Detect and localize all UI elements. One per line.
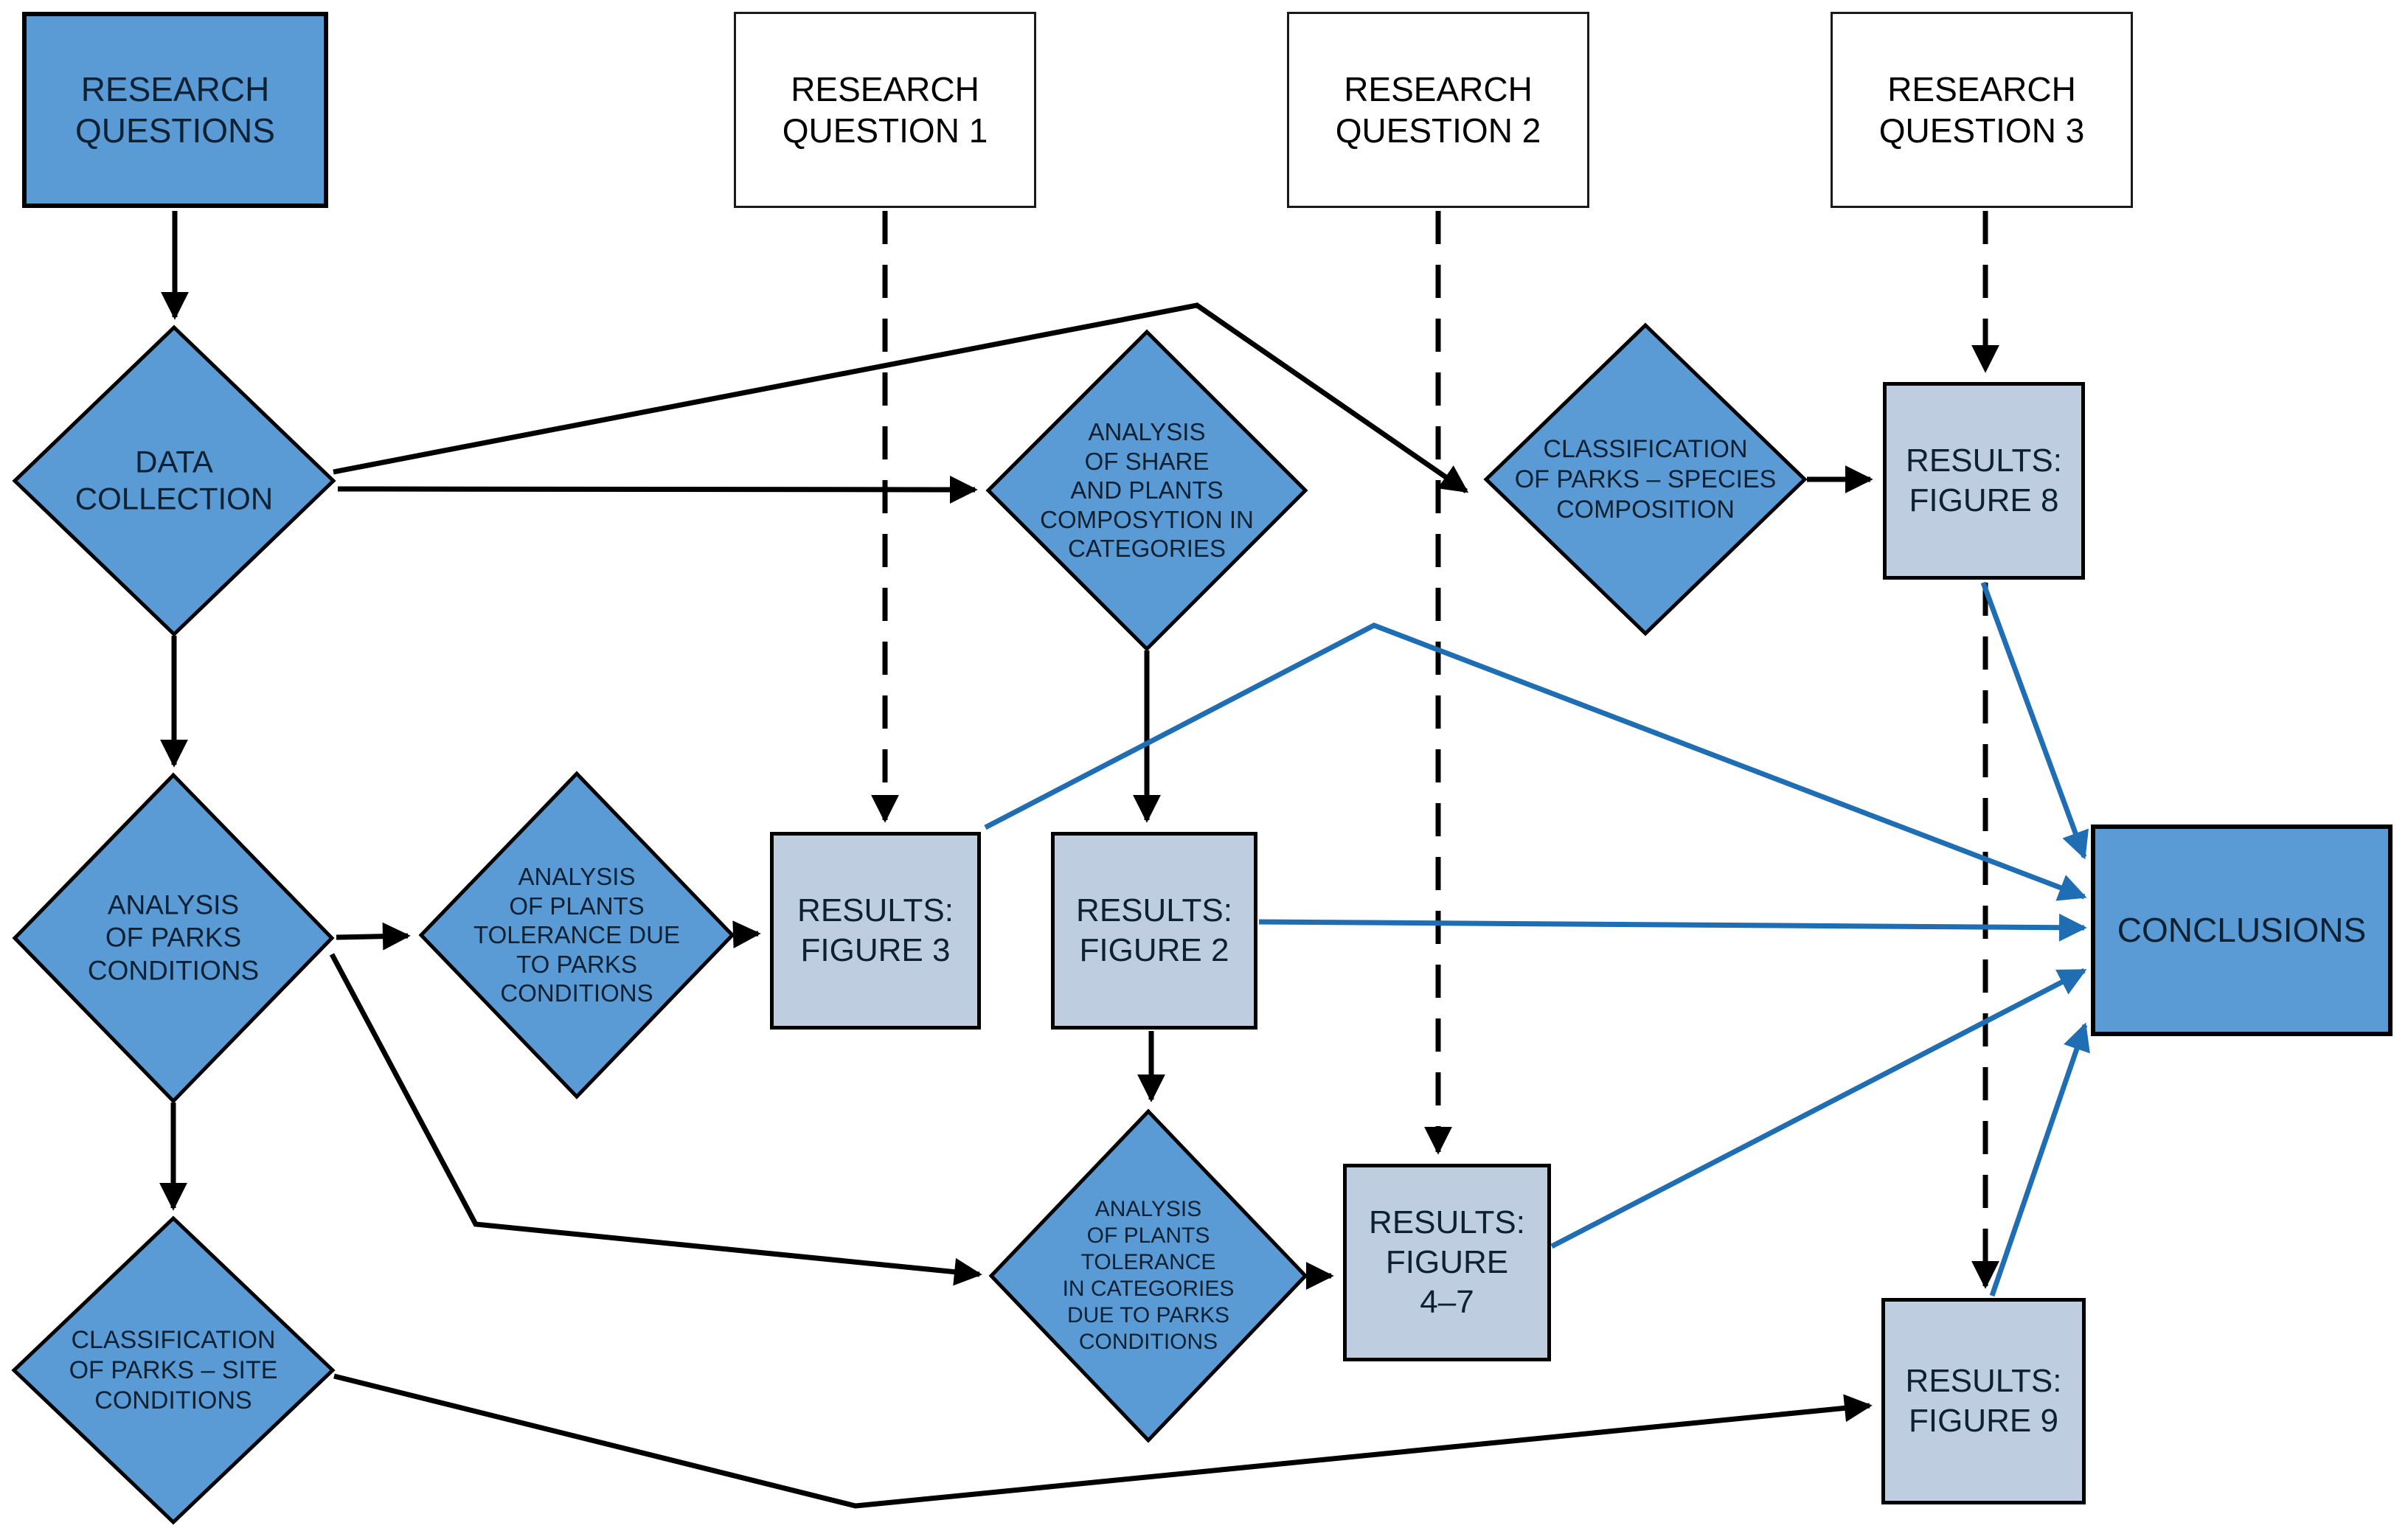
- edge-classificationsite-figure9: [333, 1373, 1873, 1509]
- node-results-figure-4-7: RESULTS: FIGURE 4–7: [1343, 1164, 1551, 1361]
- edge-parksconditions-tolerancecategories: [329, 953, 982, 1286]
- node-results-figure-8-label: RESULTS: FIGURE 8: [1906, 442, 2062, 518]
- edge-parksconditions-tolerancedue: [336, 922, 411, 951]
- node-results-figure-2-label: RESULTS: FIGURE 2: [1076, 892, 1232, 968]
- node-research-question-3-label: RESEARCH QUESTION 3: [1878, 69, 2085, 150]
- node-results-figure-3-label: RESULTS: FIGURE 3: [797, 892, 954, 968]
- edge-figure47-conclusions: [1550, 968, 2087, 1249]
- node-analysis-share-diamond: [985, 329, 1308, 652]
- node-classification-site-label: CLASSIFICATION OF PARKS – SITE CONDITION…: [69, 1325, 278, 1414]
- node-research-question-2: RESEARCH QUESTION 2: [1287, 12, 1589, 208]
- node-research-question-1-label: RESEARCH QUESTION 1: [782, 69, 988, 150]
- node-results-figure-3: RESULTS: FIGURE 3: [770, 832, 981, 1030]
- node-conclusions-label: CONCLUSIONS: [2117, 911, 2367, 950]
- edge-figure9-conclusions: [1989, 1022, 2090, 1297]
- node-research-question-2-label: RESEARCH QUESTION 2: [1335, 69, 1541, 150]
- node-analysis-share-label: ANALYSIS OF SHARE AND PLANTS COMPOSYTION…: [1040, 418, 1254, 563]
- edge-figure2-conclusions: [1258, 913, 2087, 942]
- node-results-figure-4-7-label: RESULTS: FIGURE 4–7: [1369, 1204, 1525, 1320]
- node-research-questions: RESEARCH QUESTIONS: [22, 12, 328, 208]
- node-analysis-tolerance-due-label: ANALYSIS OF PLANTS TOLERANCE DUE TO PARK…: [473, 863, 680, 1007]
- node-research-question-1: RESEARCH QUESTION 1: [734, 12, 1036, 208]
- node-research-question-3: RESEARCH QUESTION 3: [1831, 12, 2133, 208]
- node-results-figure-9: RESULTS: FIGURE 9: [1881, 1298, 2086, 1504]
- edge-datacollection-classificationspecies: [333, 302, 1469, 493]
- edge-figure8-conclusions: [1980, 581, 2089, 860]
- node-analysis-parks-conditions-label: ANALYSIS OF PARKS CONDITIONS: [87, 889, 260, 986]
- node-analysis-tolerance-categories-label: ANALYSIS OF PLANTS TOLERANCE IN CATEGORI…: [1062, 1197, 1235, 1354]
- node-analysis-parks-conditions-diamond: [12, 772, 335, 1104]
- node-classification-species-diamond: [1483, 322, 1808, 636]
- node-results-figure-8: RESULTS: FIGURE 8: [1883, 382, 2085, 580]
- node-conclusions: CONCLUSIONS: [2091, 824, 2393, 1036]
- node-classification-species-label: CLASSIFICATION OF PARKS – SPECIES COMPOS…: [1514, 434, 1777, 524]
- node-results-figure-9-label: RESULTS: FIGURE 9: [1905, 1363, 2062, 1439]
- node-classification-site-diamond: [11, 1215, 336, 1525]
- edge-figure3-conclusions: [984, 622, 2087, 901]
- node-data-collection-diamond: [12, 324, 336, 637]
- node-results-figure-2: RESULTS: FIGURE 2: [1051, 832, 1257, 1030]
- edge-datacollection-analysisshare: [337, 476, 978, 504]
- node-research-questions-label: RESEARCH QUESTIONS: [75, 69, 275, 150]
- node-analysis-tolerance-due-diamond: [418, 771, 735, 1100]
- node-data-collection-label: DATA COLLECTION: [74, 444, 274, 516]
- node-analysis-tolerance-categories-diamond: [988, 1108, 1308, 1443]
